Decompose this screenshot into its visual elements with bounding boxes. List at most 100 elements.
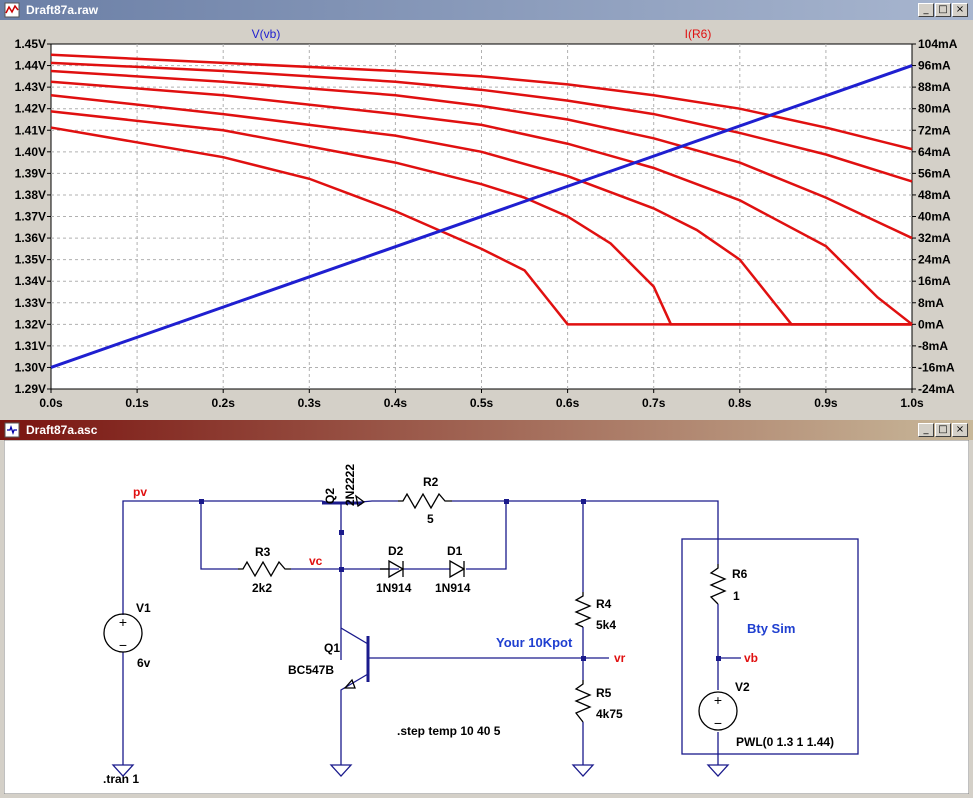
d1-symbol[interactable] <box>449 559 466 579</box>
current-trace-line <box>50 80 913 326</box>
junction-dot <box>339 567 344 572</box>
maximize-button[interactable]: □ <box>935 423 951 437</box>
tran-directive[interactable]: .tran 1 <box>103 772 139 786</box>
x-tick-label: 0.6s <box>556 396 580 410</box>
d2-name[interactable]: D2 <box>388 544 404 558</box>
minimize-button[interactable]: _ <box>918 423 934 437</box>
y-left-tick-label: 1.35V <box>15 253 46 267</box>
r6-value[interactable]: 1 <box>733 589 740 603</box>
minimize-button[interactable]: _ <box>918 3 934 17</box>
q1-name[interactable]: Q1 <box>324 641 340 655</box>
y-left-tick-label: 1.36V <box>15 231 46 245</box>
bty-sim-comment[interactable]: Bty Sim <box>747 621 795 636</box>
r2-name[interactable]: R2 <box>423 475 439 489</box>
r3-value[interactable]: 2k2 <box>252 581 272 595</box>
net-label-vb[interactable]: vb <box>744 651 758 665</box>
wire-r2-right[interactable] <box>452 500 719 564</box>
net-label-vr[interactable]: vr <box>614 651 626 665</box>
r3-name[interactable]: R3 <box>255 545 271 559</box>
y-right-tick-label: 104mA <box>918 37 958 51</box>
y-left-tick-label: 1.38V <box>15 188 46 202</box>
step-directive[interactable]: .step temp 10 40 5 <box>397 724 501 738</box>
r5-value[interactable]: 4k75 <box>596 707 623 721</box>
net-label-vc[interactable]: vc <box>309 554 323 568</box>
y-right-tick-label: 24mA <box>918 253 951 267</box>
schematic-titlebar[interactable]: Draft87a.asc _ □ × <box>0 420 973 440</box>
y-right-tick-label: 48mA <box>918 188 951 202</box>
d2-model[interactable]: 1N914 <box>376 581 412 595</box>
current-trace-line <box>50 110 912 326</box>
wire-d1-right[interactable] <box>466 501 507 570</box>
close-button[interactable]: × <box>952 3 968 17</box>
x-tick-label: 0.8s <box>728 396 752 410</box>
trace-label-current[interactable]: I(R6) <box>685 27 712 41</box>
d1-model[interactable]: 1N914 <box>435 581 471 595</box>
y-right-tick-label: 64mA <box>918 145 951 159</box>
maximize-button[interactable]: □ <box>935 3 951 17</box>
trace-label-voltage[interactable]: V(vb) <box>252 27 281 41</box>
schematic-window: Draft87a.asc _ □ × <box>0 420 973 798</box>
wire-r3-loop[interactable] <box>200 501 238 570</box>
v2-plus-icon: + <box>714 692 722 708</box>
y-right-tick-label: 32mA <box>918 231 951 245</box>
r6-name[interactable]: R6 <box>732 567 748 581</box>
r6-symbol[interactable] <box>709 564 727 605</box>
y-right-tick-label: 96mA <box>918 59 951 73</box>
wire-q1-emitter[interactable] <box>340 673 369 765</box>
ground-symbol <box>111 764 135 777</box>
ground-symbol <box>329 764 353 777</box>
q2-model[interactable]: 2N2222 <box>343 464 357 506</box>
pot-comment[interactable]: Your 10Kpot <box>496 635 573 650</box>
wire-pv-left[interactable] <box>122 500 322 615</box>
r2-value[interactable]: 5 <box>427 512 434 526</box>
q1-model[interactable]: BC547B <box>288 663 334 677</box>
close-button[interactable]: × <box>952 423 968 437</box>
r3-symbol[interactable] <box>238 560 291 578</box>
current-trace-line <box>50 93 912 326</box>
r4-symbol[interactable] <box>574 592 592 628</box>
y-right-tick-label: -24mA <box>918 382 955 396</box>
wire-q1-collector[interactable] <box>340 627 369 645</box>
y-right-tick-label: 88mA <box>918 80 951 94</box>
waveform-titlebar[interactable]: Draft87a.raw _ □ × <box>0 0 973 20</box>
y-right-tick-label: 72mA <box>918 123 951 137</box>
waveform-window-title: Draft87a.raw <box>26 3 99 17</box>
r5-symbol[interactable] <box>574 680 592 723</box>
r5-name[interactable]: R5 <box>596 686 612 700</box>
schematic-window-title: Draft87a.asc <box>26 423 98 437</box>
y-right-tick-label: 80mA <box>918 102 951 116</box>
schematic-canvas[interactable]: + − + − Q2 2N2222 R2 5 R3 2k2 D2 1N914 <box>4 440 969 794</box>
ground-symbol <box>571 764 595 777</box>
v1-symbol[interactable] <box>103 613 143 653</box>
y-right-tick-label: 8mA <box>918 296 944 310</box>
d1-name[interactable]: D1 <box>447 544 463 558</box>
r4-name[interactable]: R4 <box>596 597 612 611</box>
y-left-tick-label: 1.33V <box>15 296 46 310</box>
current-trace-line <box>50 61 913 183</box>
v2-symbol[interactable] <box>698 691 738 731</box>
y-right-tick-label: 16mA <box>918 274 951 288</box>
q2-collector[interactable] <box>321 500 331 504</box>
net-label-pv[interactable]: pv <box>133 485 147 499</box>
y-right-tick-label: -16mA <box>918 360 955 374</box>
q2-emitter-arrow <box>355 494 366 508</box>
current-trace-line <box>50 126 912 326</box>
x-tick-label: 0.7s <box>642 396 666 410</box>
r2-symbol[interactable] <box>398 492 452 510</box>
r4-value[interactable]: 5k4 <box>596 618 616 632</box>
junction-dot <box>716 656 721 661</box>
v2-value[interactable]: PWL(0 1.3 1 1.44) <box>736 735 834 749</box>
v1-name[interactable]: V1 <box>136 601 151 615</box>
v2-name[interactable]: V2 <box>735 680 750 694</box>
junction-dot <box>504 499 509 504</box>
v1-value[interactable]: 6v <box>137 656 151 670</box>
junction-dot <box>199 499 204 504</box>
x-tick-label: 0.2s <box>212 396 236 410</box>
y-left-tick-label: 1.41V <box>15 123 46 137</box>
battery-sim-box[interactable] <box>681 538 859 755</box>
y-left-tick-label: 1.44V <box>15 59 46 73</box>
q2-name[interactable]: Q2 <box>323 488 337 504</box>
voltage-trace-line <box>50 64 913 369</box>
